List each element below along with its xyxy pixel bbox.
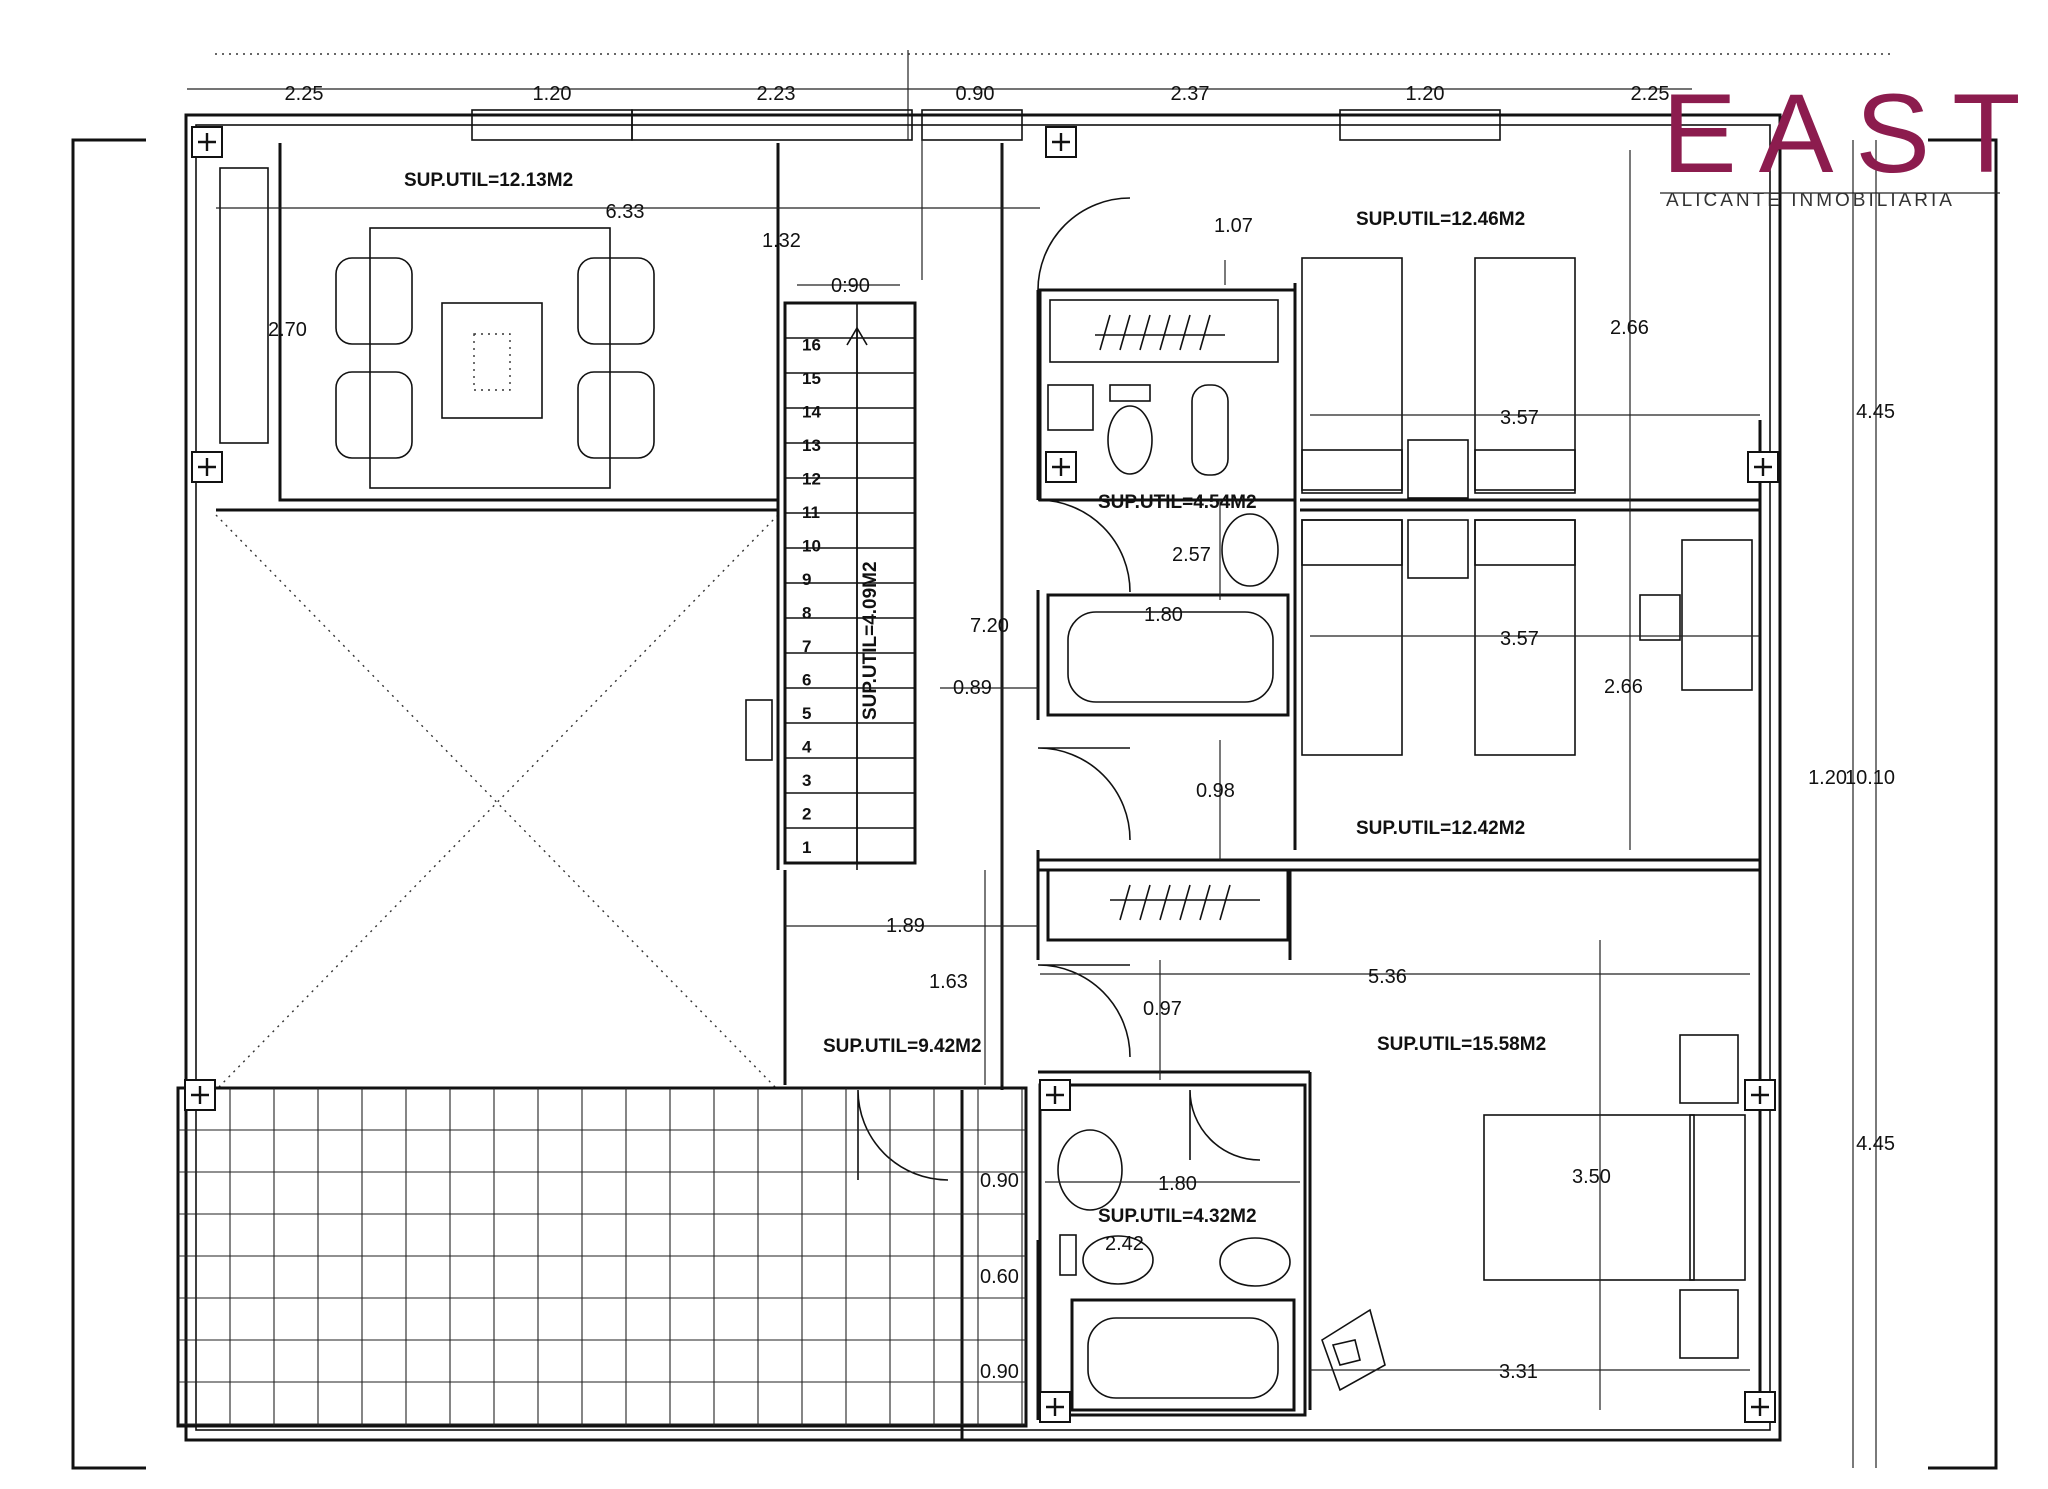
area-hall: SUP.UTIL=9.42M2: [823, 1036, 982, 1057]
top-dimension-line: [187, 50, 1692, 140]
bathroom-1: [1038, 288, 1297, 717]
area-bedroom-3: SUP.UTIL=15.58M2: [1377, 1034, 1546, 1055]
dim-bed2-width: 3.57: [1500, 628, 1539, 650]
frame-left: [71, 138, 146, 1470]
wall-switch: [745, 699, 773, 761]
dim-living-width: 6.33: [606, 201, 645, 223]
dim-bath2-height: 2.42: [1105, 1233, 1144, 1255]
dim-bath1-height: 2.57: [1172, 544, 1211, 566]
stair-step-number: 11: [802, 503, 820, 522]
dim-door-gap: 0.98: [1196, 780, 1235, 802]
area-bath-1: SUP.UTIL=4.54M2: [1098, 492, 1257, 513]
dim-top-7: 2.25: [1631, 83, 1670, 105]
stair-step-number: 3: [802, 771, 811, 790]
dim-right-2: 1.20: [1808, 767, 1847, 789]
dim-bed1-top: 1.07: [1214, 215, 1253, 237]
stair-step-number: 2: [802, 805, 811, 824]
dim-bed1-width: 3.57: [1500, 407, 1539, 429]
area-bath-2: SUP.UTIL=4.32M2: [1098, 1206, 1257, 1227]
stair-step-number: 8: [802, 604, 811, 623]
dim-right-4: 4.45: [1856, 1133, 1895, 1155]
terrace-grid: [176, 1086, 1028, 1428]
stair-step-number: 6: [802, 671, 811, 690]
dim-bath2-width: 1.80: [1158, 1173, 1197, 1195]
logo-wordmark: EAST: [1662, 71, 2043, 196]
staircase: [783, 284, 917, 870]
stair-step-number: 15: [802, 369, 821, 388]
right-dimension-line: [1852, 140, 1877, 1468]
dim-corridor-height: 7.20: [970, 615, 1009, 637]
bedroom-2-beds: [1301, 519, 1753, 756]
dim-top-6: 1.20: [1406, 83, 1445, 105]
area-bedroom-2: SUP.UTIL=12.42M2: [1356, 818, 1525, 839]
stair-step-number: 12: [802, 470, 821, 489]
dim-terrace-c: 0.90: [980, 1361, 1019, 1383]
dim-corridor-width: 0.89: [953, 677, 992, 699]
dim-top-5: 2.37: [1171, 83, 1210, 105]
dim-right-3: 10.10: [1845, 767, 1895, 789]
dim-landing-height: 1.63: [929, 971, 968, 993]
stair-step-number: 13: [802, 436, 821, 455]
exterior-walls: [184, 113, 1782, 1442]
dim-terrace-a: 0.90: [980, 1170, 1019, 1192]
dim-stair-width: 0:90: [831, 275, 870, 297]
dim-bed1-height: 2.66: [1610, 317, 1649, 339]
dim-top-2: 1.20: [533, 83, 572, 105]
stair-step-number: 10: [802, 537, 821, 556]
double-height-void: [215, 514, 779, 1091]
living-room: [216, 143, 778, 512]
stair-step-number: 1: [802, 838, 811, 857]
area-bedroom-1: SUP.UTIL=12.46M2: [1356, 209, 1525, 230]
bedroom-3: [1321, 1034, 1746, 1392]
stair-step-number: 16: [802, 336, 821, 355]
stair-step-number: 7: [802, 637, 811, 656]
dim-bed3-top: 0.97: [1143, 998, 1182, 1020]
dim-top-3: 2.23: [757, 83, 796, 105]
dim-landing-width: 1.89: [886, 915, 925, 937]
columns: [184, 126, 1779, 1423]
stair-step-number: 4: [802, 738, 812, 757]
dim-hall-top: 1.32: [762, 230, 801, 252]
chairs: [335, 257, 655, 459]
dim-terrace-b: 0.60: [980, 1266, 1019, 1288]
dim-bed3-bottom: 3.31: [1499, 1361, 1538, 1383]
stair-step-number: 9: [802, 570, 811, 589]
dim-bath1-width: 1.80: [1144, 604, 1183, 626]
stair-step-number: 14: [802, 403, 821, 422]
logo-tagline: ALICANTE INMOBILIARIA: [1666, 190, 1955, 211]
dim-living-height: 2.70: [268, 319, 307, 341]
dim-bed2-height: 2.66: [1604, 676, 1643, 698]
dim-right-1: 4.45: [1856, 401, 1895, 423]
internal-dimension-lines: [216, 130, 1760, 1410]
frame-right: [1928, 138, 1998, 1470]
doors: [857, 197, 1261, 1181]
stair-step-number: 5: [802, 704, 811, 723]
dim-top-4: 0.90: [956, 83, 995, 105]
dim-top-1: 2.25: [285, 83, 324, 105]
area-living: SUP.UTIL=12.13M2: [404, 170, 573, 191]
bathroom-2: [1038, 1083, 1307, 1417]
top-windows: [471, 109, 1501, 141]
dim-bed3-height: 3.50: [1572, 1166, 1611, 1188]
dim-bed3-width: 5.36: [1368, 966, 1407, 988]
wardrobe-1: [1046, 868, 1290, 942]
brand-logo: EAST ALICANTE INMOBILIARIA: [1662, 78, 2021, 228]
bedroom-1-beds: [1301, 257, 1576, 499]
area-stair: SUP.UTIL=4.09M2: [860, 561, 881, 720]
